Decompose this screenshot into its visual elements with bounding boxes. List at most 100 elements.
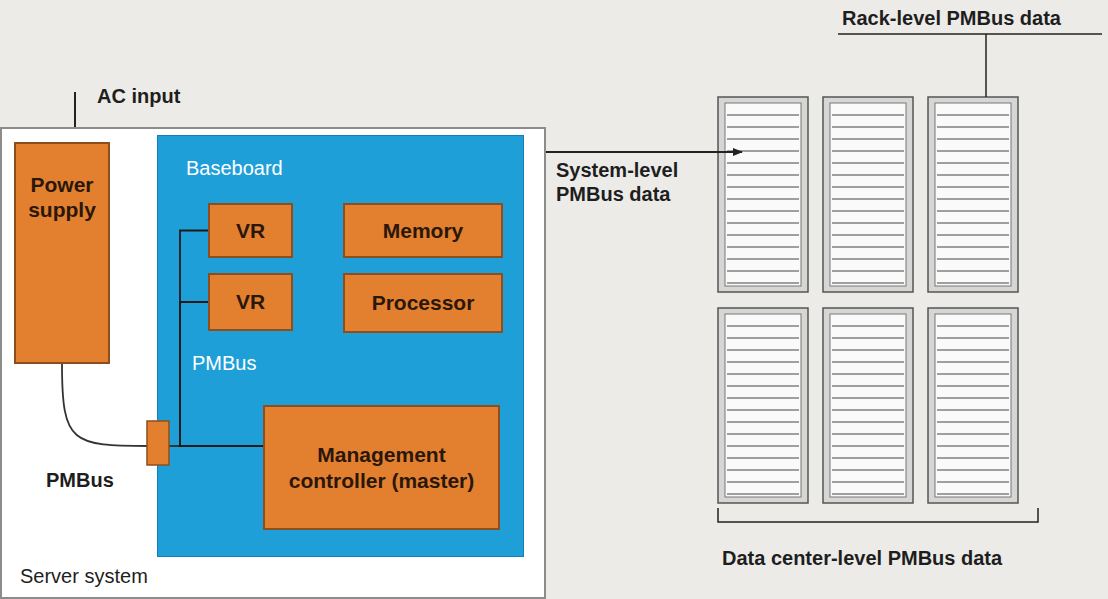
vr-box: VR (208, 203, 293, 258)
baseboard-panel: BaseboardPMBusVRMemoryVRProcessorManagem… (157, 135, 524, 557)
rack-shelf (937, 493, 1009, 494)
rack-shelf (727, 126, 799, 127)
rack-shelf (727, 409, 799, 410)
rack-shelf (727, 270, 799, 271)
rack-frame (823, 308, 913, 503)
rack-shelf (727, 258, 799, 259)
rack-shelf (832, 457, 904, 458)
rack-shelf (937, 481, 1009, 482)
rack-shelf (937, 270, 1009, 271)
rack-shelf (937, 210, 1009, 211)
rack-shelf (937, 421, 1009, 422)
rack-shelf (832, 385, 904, 386)
rack-shelf (832, 126, 904, 127)
rack-shelf (727, 361, 799, 362)
rack-shelf (832, 138, 904, 139)
rack-shelf (937, 282, 1009, 283)
rack-shelf (727, 174, 799, 175)
rack-shelf (727, 493, 799, 494)
rack-shelf (937, 246, 1009, 247)
rack-shelf (937, 397, 1009, 398)
rack-frame (718, 308, 808, 503)
rack-shelf (832, 150, 904, 151)
pmbus-connector (147, 421, 169, 465)
rack-shelf (937, 373, 1009, 374)
server-system-box: Server system Power supply BaseboardPMBus V… (0, 127, 546, 599)
datacenter-data-label: Data center-level PMBus data (722, 546, 1002, 570)
rack-shelf (832, 373, 904, 374)
rack-shelf (727, 325, 799, 326)
rack-shelf (937, 162, 1009, 163)
rack-shelf (832, 186, 904, 187)
rack-interior (935, 314, 1011, 497)
rack-shelf (832, 409, 904, 410)
rack-shelf (832, 114, 904, 115)
rack-shelf (832, 421, 904, 422)
rack-shelf (832, 222, 904, 223)
rack-shelf (727, 481, 799, 482)
rack-shelf (832, 234, 904, 235)
rack-shelf (937, 258, 1009, 259)
rack-frame (823, 97, 913, 292)
rack-frame (928, 308, 1018, 503)
rack-shelf (937, 198, 1009, 199)
rack-shelf (937, 433, 1009, 434)
rack-shelf (727, 246, 799, 247)
power-supply-box: Power supply (14, 142, 110, 364)
system-label: Server system (20, 564, 148, 588)
rack-shelf (727, 421, 799, 422)
rack-shelf (832, 469, 904, 470)
rack-shelf (832, 162, 904, 163)
board-label: PMBus (192, 351, 256, 375)
rack-shelf (727, 349, 799, 350)
rack-shelf (832, 397, 904, 398)
system-data-arrow (546, 151, 742, 153)
rack-shelf (832, 481, 904, 482)
rack-shelf (937, 126, 1009, 127)
rack-shelf (937, 361, 1009, 362)
rack-shelf (832, 337, 904, 338)
rack-shelf (832, 493, 904, 494)
data-center-bracket (718, 508, 1038, 522)
rack-shelf (937, 150, 1009, 151)
rack-shelf (727, 457, 799, 458)
rack-shelf (937, 114, 1009, 115)
rack-shelf (727, 162, 799, 163)
memory-box: Memory (343, 203, 503, 258)
rack-frame (718, 97, 808, 292)
rack-shelf (727, 445, 799, 446)
processor-box: Processor (343, 273, 503, 333)
system-data-label: System-level PMBus data (556, 158, 716, 206)
rack-shelf (727, 433, 799, 434)
vr-box: VR (208, 273, 293, 331)
rack-shelf (727, 469, 799, 470)
rack-shelf (937, 409, 1009, 410)
rack-shelf (937, 337, 1009, 338)
rack-shelf (832, 210, 904, 211)
rack-frame (928, 97, 1018, 292)
rack-shelf (832, 282, 904, 283)
rack-shelf (727, 385, 799, 386)
rack-shelf (937, 469, 1009, 470)
bus-label: PMBus (46, 468, 114, 492)
rack-shelf (937, 445, 1009, 446)
rack-interior (830, 103, 906, 286)
rack-shelf (937, 349, 1009, 350)
rack-shelf (937, 325, 1009, 326)
box-label: Memory (383, 218, 464, 243)
box-label: VR (236, 289, 265, 314)
rack-shelf (937, 385, 1009, 386)
ac-input-line (74, 92, 76, 128)
rack-shelf (832, 445, 904, 446)
rack-interior (935, 103, 1011, 286)
rack-leader-line (985, 34, 987, 97)
rack-shelf (832, 270, 904, 271)
rack-shelf (727, 234, 799, 235)
rack-shelf (727, 373, 799, 374)
board-label: Baseboard (186, 156, 283, 180)
rack-data-label: Rack-level PMBus data (842, 6, 1061, 30)
rack-interior (725, 314, 801, 497)
pmbus-wire (180, 302, 263, 446)
rack-label-line (838, 33, 1102, 35)
rack-shelf (727, 114, 799, 115)
